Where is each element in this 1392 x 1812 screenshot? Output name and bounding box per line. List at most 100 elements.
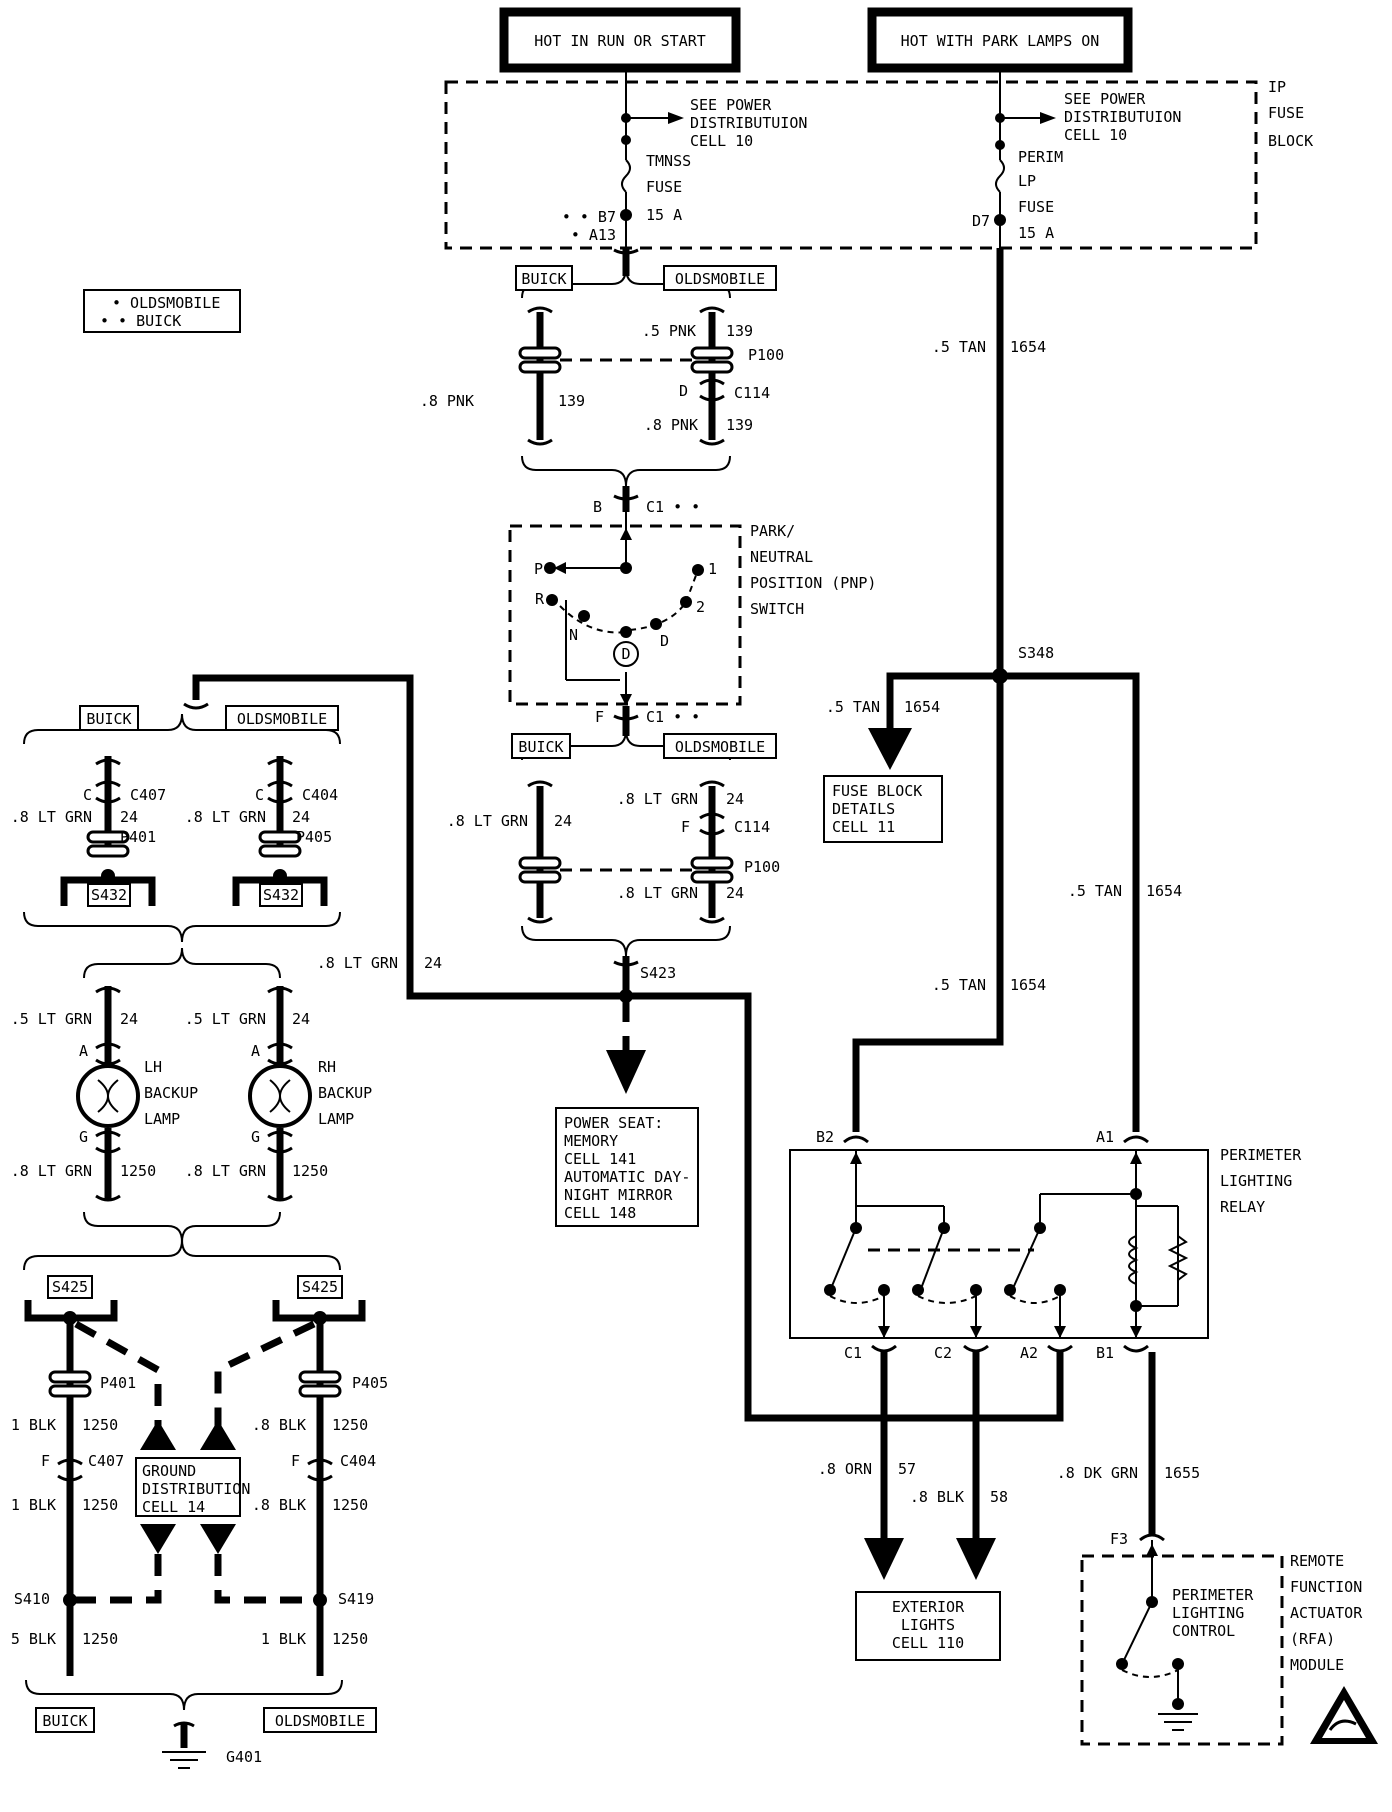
s432-right: S432 — [263, 886, 299, 904]
wire-ltgrn-8-rh-bottom: .8 LT GRN — [185, 1162, 266, 1180]
buick-tag-middle — [511, 733, 571, 759]
rfa-label-1: REMOTE — [1290, 1552, 1344, 1570]
wire-24-rh: 24 — [292, 1010, 310, 1028]
pin-d-c114: D — [679, 382, 688, 400]
c1-top: C1 • • — [646, 498, 700, 516]
wire-1654-b2: 1654 — [1010, 976, 1046, 994]
c114-middle: C114 — [734, 818, 770, 836]
see-power-right-2: DISTRIBUTUION — [1064, 108, 1181, 126]
s348-label: S348 — [1018, 644, 1054, 662]
s432-tag-right — [259, 883, 303, 907]
rfa-control-2: LIGHTING — [1172, 1604, 1244, 1622]
wire-139-olds-top: 139 — [726, 322, 753, 340]
relay-label-2: LIGHTING — [1220, 1172, 1292, 1190]
legend-box: • OLDSMOBILE • • BUICK — [83, 289, 241, 333]
pin-f-c404: F — [291, 1452, 300, 1470]
rh-lamp-2: BACKUP — [318, 1084, 372, 1102]
wire-blk-1-left-b: 1 BLK — [11, 1496, 56, 1514]
rh-backup-lamp — [248, 1064, 312, 1128]
lh-lamp-1: LH — [144, 1058, 162, 1076]
s423-label: S423 — [640, 964, 676, 982]
hot-run-start-box: HOT IN RUN OR START — [499, 7, 741, 73]
pin-a-lh: A — [79, 1042, 88, 1060]
pin-b-c1: B — [593, 498, 602, 516]
pnp-d: D — [660, 632, 669, 650]
power-seat-1: POWER SEAT: — [564, 1114, 663, 1132]
wire-1250-right-c: 1250 — [332, 1630, 368, 1648]
lh-backup-lamp — [76, 1064, 140, 1128]
pnp-2: 2 — [696, 598, 705, 616]
olds-tag-left-top — [225, 705, 339, 731]
p100-middle: P100 — [744, 858, 780, 876]
wire-pnk-5-olds: .5 PNK — [642, 322, 696, 340]
olds-tag-bottom — [263, 1707, 377, 1733]
wire-1250-left-c: 1250 — [82, 1630, 118, 1648]
pnp-1: 1 — [708, 560, 717, 578]
pin-f-c407: F — [41, 1452, 50, 1470]
wire-ltgrn-8-left: .8 LT GRN — [317, 954, 398, 972]
ground-g401-icon — [162, 1721, 206, 1769]
p405-lower: P405 — [352, 1374, 388, 1392]
wire-24-c404: 24 — [292, 808, 310, 826]
legend-buick: • • BUICK — [100, 312, 181, 330]
olds-label-left-top: OLDSMOBILE — [237, 710, 327, 728]
perim-fuse-3: FUSE — [1018, 198, 1054, 216]
buick-tag-left-top — [79, 705, 139, 731]
hot-park-lamps-label: HOT WITH PARK LAMPS ON — [901, 32, 1100, 50]
exterior-2: LIGHTS — [901, 1616, 955, 1634]
s432-left: S432 — [91, 886, 127, 904]
power-seat-2: MEMORY — [564, 1132, 618, 1150]
pnp-label-3: POSITION (PNP) — [750, 574, 876, 592]
see-power-left-1: SEE POWER — [690, 96, 772, 114]
wire-1250-right-a: 1250 — [332, 1416, 368, 1434]
hot-park-lamps-box: HOT WITH PARK LAMPS ON — [867, 7, 1133, 73]
esd-warning-icon — [1310, 1686, 1378, 1744]
c404-top: C404 — [302, 786, 338, 804]
rh-lamp-1: RH — [318, 1058, 336, 1076]
perim-pin-d7: D7 — [972, 212, 990, 230]
power-seat-6: CELL 148 — [564, 1204, 636, 1222]
ip-fuse-block: IP FUSE BLOCK — [444, 78, 1313, 250]
see-power-left-3: CELL 10 — [690, 132, 753, 150]
c404-lower: C404 — [340, 1452, 376, 1470]
wire-ltgrn-8-c407: .8 LT GRN — [11, 808, 92, 826]
s425-left: S425 — [52, 1278, 88, 1296]
olds-label-bottom: OLDSMOBILE — [275, 1712, 365, 1730]
relay-pin-b1: B1 — [1096, 1344, 1114, 1362]
pnp-switch: D P R N D 2 1 — [508, 512, 742, 706]
exterior-lights-box: EXTERIOR LIGHTS CELL 110 — [855, 1591, 1001, 1661]
pin-f-c1: F — [595, 708, 604, 726]
rfa-label-5: MODULE — [1290, 1656, 1344, 1674]
ground-dist-3: CELL 14 — [142, 1498, 205, 1516]
relay-pin-c2: C2 — [934, 1344, 952, 1362]
rfa-pin-f3: F3 — [1110, 1530, 1128, 1548]
wire-58: 58 — [990, 1488, 1008, 1506]
rfa-control-1: PERIMETER — [1172, 1586, 1254, 1604]
ground-distribution-box: GROUND DISTRIBUTION CELL 14 — [135, 1457, 250, 1517]
power-seat-box: POWER SEAT: MEMORY CELL 141 AUTOMATIC DA… — [555, 1107, 699, 1227]
lh-lamp-3: LAMP — [144, 1110, 180, 1128]
c114-upper: C114 — [734, 384, 770, 402]
wire-tan-5-b2: .5 TAN — [932, 976, 986, 994]
wire-blk-8-58: .8 BLK — [910, 1488, 964, 1506]
wire-1250-right-b: 1250 — [332, 1496, 368, 1514]
fuse-block-details-box: FUSE BLOCK DETAILS CELL 11 — [823, 775, 943, 843]
s432-tag-left — [87, 883, 131, 907]
p401-lower: P401 — [100, 1374, 136, 1392]
wire-24-left: 24 — [424, 954, 442, 972]
c1-bottom: C1 • • — [646, 708, 700, 726]
buick-label-upper: BUICK — [521, 270, 566, 288]
rfa-label-2: FUNCTION — [1290, 1578, 1362, 1596]
p100-upper: P100 — [748, 346, 784, 364]
relay-pin-b2: B2 — [816, 1128, 834, 1146]
buick-tag-upper — [515, 265, 573, 291]
wire-1654-a1: 1654 — [1146, 882, 1182, 900]
perimeter-lighting-relay — [789, 1149, 1209, 1339]
pnp-label-4: SWITCH — [750, 600, 804, 618]
relay-pin-a1: A1 — [1096, 1128, 1114, 1146]
relay-pin-a2: A2 — [1020, 1344, 1038, 1362]
wire-tan-5-fuseblock: .5 TAN — [826, 698, 880, 716]
wire-1654-top: 1654 — [1010, 338, 1046, 356]
p405-top: P405 — [296, 828, 332, 846]
